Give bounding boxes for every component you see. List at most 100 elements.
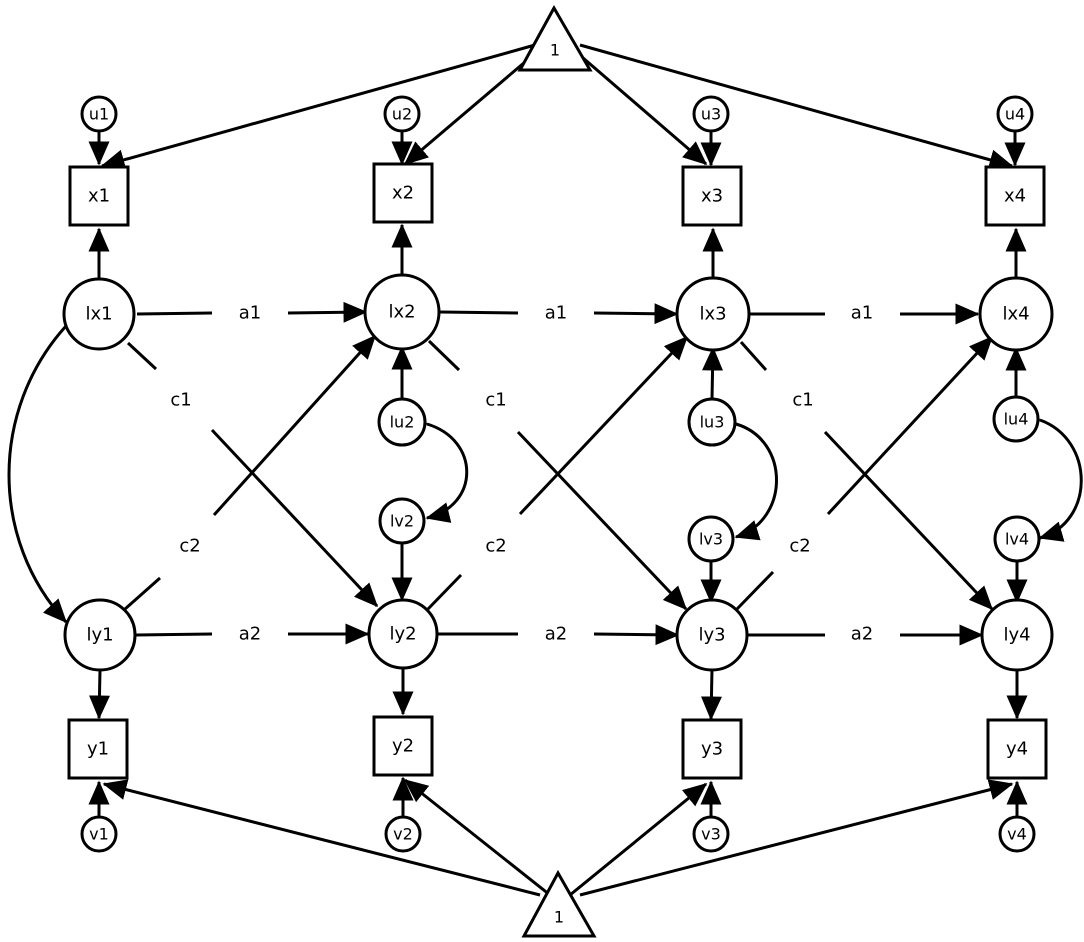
lx1-to-ly2-c1-segment — [126, 341, 158, 371]
const-top-to-x4-arrow — [579, 43, 1014, 171]
latent-node-ly3: ly3 — [675, 598, 749, 672]
observed-label: y4 — [1006, 739, 1028, 760]
latent-label: ly3 — [698, 625, 725, 646]
error-node-v4: v4 — [998, 815, 1036, 853]
ly3-to-y3-arrow — [700, 668, 722, 721]
lu4-lv4-covariance — [1015, 402, 1083, 542]
path-label-a2: a2 — [239, 624, 261, 645]
observed-node-x1: x1 — [68, 165, 130, 227]
lu3-lv3-covariance — [711, 407, 778, 541]
latent-node-ly2: ly2 — [367, 598, 439, 670]
observed-node-y4: y4 — [986, 718, 1048, 780]
ly1-to-lx2-c2-segment — [124, 576, 161, 611]
observed-node-x2: x2 — [372, 162, 434, 224]
latent-label: lx2 — [388, 302, 415, 323]
lx1-ly1-covariance — [7, 302, 89, 624]
ly2-to-ly3-a2-arrow — [593, 624, 680, 646]
ly3-to-lx4-c2-arrow — [826, 335, 994, 516]
const-bottom-to-y1-arrow — [102, 779, 541, 897]
lu2-lv2-covariance — [402, 407, 469, 523]
observed-node-y3: y3 — [681, 718, 743, 780]
error-node-v1: v1 — [80, 815, 118, 853]
error-label: v1 — [89, 825, 109, 844]
path-label-c2: c2 — [179, 536, 200, 557]
latent-node-lx1: lx1 — [62, 277, 136, 351]
error-label: u2 — [392, 105, 412, 124]
latent-node-lx2: lx2 — [363, 273, 441, 351]
error-node-v2: v2 — [384, 815, 422, 853]
lx3-to-ly4-c1-arrow — [823, 430, 994, 611]
path-label-c2: c2 — [789, 536, 810, 557]
latent-node-lx3: lx3 — [675, 276, 751, 352]
edges — [7, 43, 1083, 897]
ly3-to-lx4-c2-segment — [735, 570, 775, 611]
constant-label: 1 — [554, 908, 564, 927]
residual-label: lu4 — [1004, 410, 1029, 429]
lx1-to-lx2-a1-segment — [136, 311, 213, 316]
const-top-to-x1-arrow — [100, 43, 536, 171]
lu3-to-lx3-arrow — [702, 346, 724, 400]
observed-label: x1 — [88, 186, 110, 207]
path-label-c1: c1 — [485, 390, 506, 411]
residual-node-lv3: lv3 — [687, 515, 735, 563]
constant-label: 1 — [550, 41, 560, 60]
latent-node-ly4: ly4 — [980, 598, 1054, 672]
error-node-u3: u3 — [692, 95, 730, 133]
error-node-v3: v3 — [692, 815, 730, 853]
lx1-to-lx2-a1-arrow — [287, 301, 368, 323]
error-node-u1: u1 — [80, 95, 118, 133]
latent-label: ly2 — [389, 624, 416, 645]
error-label: v4 — [1007, 825, 1027, 844]
residual-node-lu4: lu4 — [992, 395, 1040, 443]
const-bottom-to-y2-arrow — [403, 778, 551, 897]
observed-label: x4 — [1004, 186, 1026, 207]
latent-node-ly1: ly1 — [63, 598, 137, 672]
residual-label: lv2 — [390, 512, 414, 531]
observed-node-x3: x3 — [681, 165, 743, 227]
observed-label: x2 — [392, 183, 414, 204]
lx2-to-ly3-c1-arrow — [516, 430, 688, 611]
error-node-u4: u4 — [996, 95, 1034, 133]
ly2-to-lx3-c2-arrow — [518, 335, 689, 516]
observed-node-x4: x4 — [984, 165, 1046, 227]
path-label-a1: a1 — [851, 303, 873, 324]
latent-label: lx3 — [699, 304, 726, 325]
path-label-c1: c1 — [792, 390, 813, 411]
error-label: v3 — [701, 825, 721, 844]
path-labels: a1 a1 a1 a2 a2 a2 c1 c1 c1 c2 c2 c2 — [170, 303, 873, 645]
const-top-to-x3-arrow — [567, 43, 708, 166]
latent-label: lx4 — [1002, 304, 1029, 325]
lx2-to-lx3-a1-segment — [439, 310, 519, 315]
observed-label: y3 — [701, 739, 723, 760]
path-label-c2: c2 — [485, 536, 506, 557]
residual-node-lu3: lu3 — [687, 397, 737, 447]
residual-label: lu2 — [390, 413, 415, 432]
residual-node-lu2: lu2 — [377, 397, 427, 447]
residual-label: lu3 — [700, 413, 725, 432]
observed-node-y2: y2 — [372, 715, 434, 777]
lx3-to-ly4-c1-segment — [739, 341, 768, 371]
error-node-u2: u2 — [383, 95, 421, 133]
residual-node-lv4: lv4 — [993, 515, 1041, 563]
error-label: u3 — [701, 105, 721, 124]
lx1-to-ly2-c1-arrow — [210, 428, 379, 608]
latent-node-lx4: lx4 — [978, 276, 1054, 352]
latent-label: ly1 — [86, 625, 113, 646]
latent-label: lx1 — [85, 304, 112, 325]
residual-label: lv3 — [699, 530, 723, 549]
lx2-to-lx3-a1-arrow — [593, 303, 679, 325]
constant-triangle-bottom: 1 — [521, 869, 597, 938]
lx2-to-ly3-c1-segment — [427, 339, 461, 372]
observed-label: y1 — [87, 739, 109, 760]
residual-label: lv4 — [1005, 530, 1029, 549]
residual-node-lv2: lv2 — [378, 497, 426, 545]
error-label: v2 — [393, 825, 413, 844]
path-label-a2: a2 — [545, 624, 567, 645]
ly1-to-ly2-a2-segment — [135, 632, 213, 637]
ly2-to-lx3-c2-segment — [426, 573, 463, 611]
constant-triangle-top: 1 — [517, 4, 593, 72]
latent-label: ly4 — [1003, 625, 1030, 646]
error-label: u1 — [89, 105, 109, 124]
path-label-a2: a2 — [851, 624, 873, 645]
